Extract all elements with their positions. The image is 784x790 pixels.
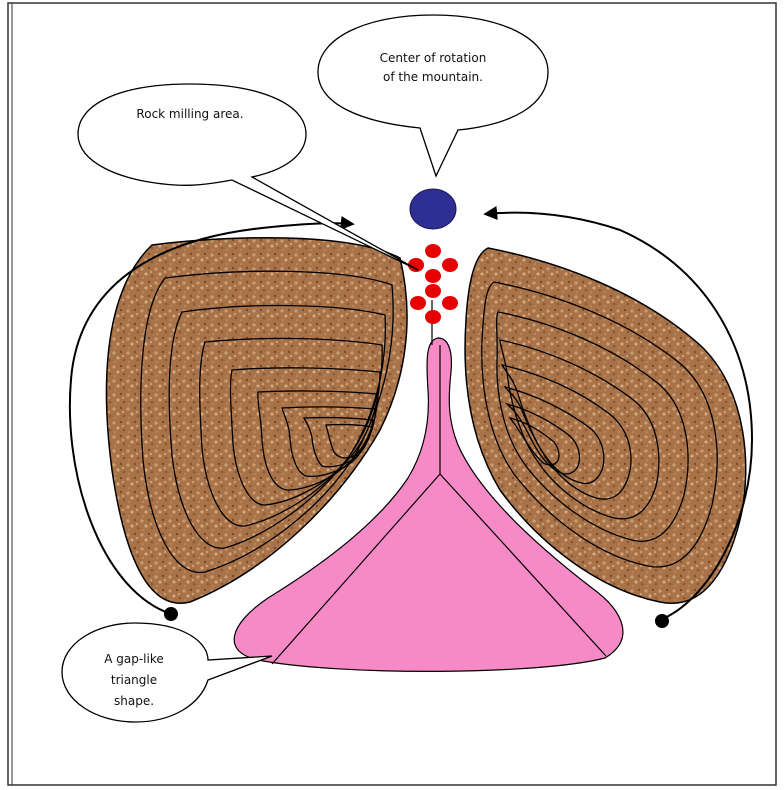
callout-center-line-2: of the mountain. — [383, 70, 483, 84]
callout-gap-line-3: shape. — [114, 694, 154, 708]
left-arrow-end-dot — [164, 607, 178, 621]
callout-gap-line-2: triangle — [111, 673, 157, 687]
callout-milling-line-1: Rock milling area. — [136, 107, 243, 121]
callout-center-of-rotation: Center of rotation of the mountain. — [318, 15, 548, 176]
callout-center-line-1: Center of rotation — [380, 51, 487, 65]
right-arrow-end-dot — [655, 614, 669, 628]
milling-red-dots — [408, 244, 458, 324]
callout-gap-line-1: A gap-like — [104, 652, 164, 666]
center-of-rotation-circle — [410, 189, 456, 229]
